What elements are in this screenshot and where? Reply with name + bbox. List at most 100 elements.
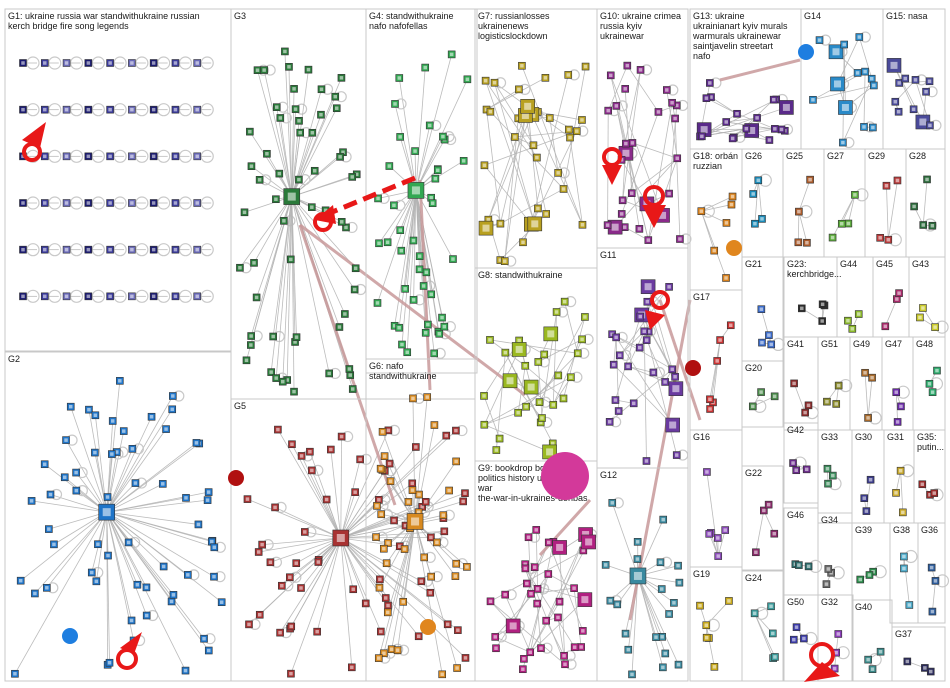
- group-label-line: G19: [693, 569, 710, 579]
- node-glyph: [386, 610, 390, 615]
- node-glyph: [858, 577, 862, 582]
- node-glyph: [651, 370, 656, 375]
- node-glyph: [171, 394, 175, 398]
- edge: [529, 541, 589, 653]
- node-glyph: [700, 126, 708, 134]
- node-glyph: [130, 247, 134, 252]
- edge: [615, 105, 649, 241]
- strong-edge: [658, 299, 702, 421]
- node-glyph: [667, 612, 671, 616]
- edge: [415, 125, 431, 191]
- edge: [340, 537, 466, 659]
- group-label-line: ruzzian: [693, 161, 722, 171]
- edge: [726, 117, 758, 123]
- node-glyph: [546, 540, 551, 545]
- edge: [257, 70, 293, 197]
- node-glyph: [86, 61, 91, 65]
- node-glyph: [836, 632, 841, 636]
- node-glyph: [820, 319, 824, 323]
- node-glyph: [386, 428, 391, 433]
- node-glyph: [130, 61, 134, 65]
- node-glyph: [343, 312, 347, 316]
- edge: [798, 211, 808, 243]
- group-label-line: G30: [855, 432, 872, 442]
- node-glyph: [901, 510, 905, 515]
- node-glyph: [912, 204, 916, 209]
- node-glyph: [673, 375, 677, 379]
- node-glyph: [797, 563, 801, 567]
- node-glyph: [410, 488, 415, 492]
- edge: [864, 372, 869, 418]
- node-glyph: [64, 294, 69, 299]
- node-glyph: [525, 581, 529, 586]
- node-glyph: [580, 223, 585, 227]
- edge: [717, 529, 726, 557]
- edge: [932, 580, 936, 612]
- node-glyph: [918, 315, 922, 320]
- node-glyph: [486, 217, 491, 222]
- node-glyph: [708, 81, 712, 85]
- edge: [106, 409, 173, 513]
- edge: [263, 69, 293, 197]
- group-label-line: G24: [745, 573, 762, 583]
- edge: [106, 511, 199, 525]
- node-glyph: [811, 98, 815, 102]
- node-glyph: [924, 89, 928, 94]
- node-glyph: [520, 64, 524, 68]
- group-label-g38: G38: [893, 525, 910, 535]
- node-glyph: [86, 154, 91, 159]
- large-pink-node: [541, 452, 589, 500]
- node-glyph: [911, 107, 916, 112]
- node-glyph: [899, 404, 903, 409]
- edge: [763, 510, 775, 534]
- group-label-line: G32: [821, 597, 838, 607]
- hub-node-glyph: [287, 192, 296, 201]
- node-glyph: [110, 452, 114, 456]
- node-glyph: [527, 383, 535, 391]
- node-glyph: [393, 102, 397, 106]
- group-label-g26: G26: [745, 151, 762, 161]
- node-glyph: [74, 488, 79, 493]
- node-glyph: [782, 103, 790, 111]
- node-glyph: [925, 177, 929, 182]
- edge: [832, 194, 856, 238]
- node-glyph: [866, 657, 870, 662]
- node-glyph: [252, 261, 256, 265]
- group-label-g32: G32: [821, 597, 838, 607]
- node-glyph: [453, 574, 458, 578]
- edge: [525, 115, 547, 215]
- group-box-g44: [836, 256, 874, 338]
- edge: [291, 196, 356, 269]
- group-box-g48: [912, 336, 946, 431]
- node-glyph: [829, 571, 833, 575]
- edge: [545, 620, 565, 656]
- node-glyph: [170, 407, 174, 412]
- node-glyph: [441, 513, 446, 517]
- node-glyph: [442, 324, 447, 329]
- node-glyph: [183, 668, 188, 673]
- edge: [755, 510, 765, 553]
- node-glyph: [194, 441, 199, 445]
- node-glyph: [249, 164, 254, 168]
- group-label-g19: G19: [693, 569, 710, 579]
- node-glyph: [249, 343, 253, 347]
- node-glyph: [927, 79, 932, 84]
- node-glyph: [933, 579, 938, 583]
- node-glyph: [886, 238, 891, 242]
- node-glyph: [772, 531, 777, 536]
- edge: [484, 165, 532, 225]
- node-glyph: [625, 63, 630, 68]
- node-glyph: [569, 375, 573, 380]
- node-glyph: [87, 407, 91, 412]
- node-glyph: [363, 601, 368, 606]
- edge: [316, 537, 342, 632]
- edge: [631, 157, 678, 194]
- arrowhead-icon: [642, 205, 666, 228]
- group-label-line: putin...: [917, 442, 944, 452]
- group-label-line: G12: [600, 470, 617, 480]
- node-glyph: [384, 561, 389, 565]
- node-glyph: [493, 635, 497, 639]
- node-glyph: [704, 635, 709, 640]
- edge: [377, 190, 417, 304]
- node-glyph: [256, 550, 261, 554]
